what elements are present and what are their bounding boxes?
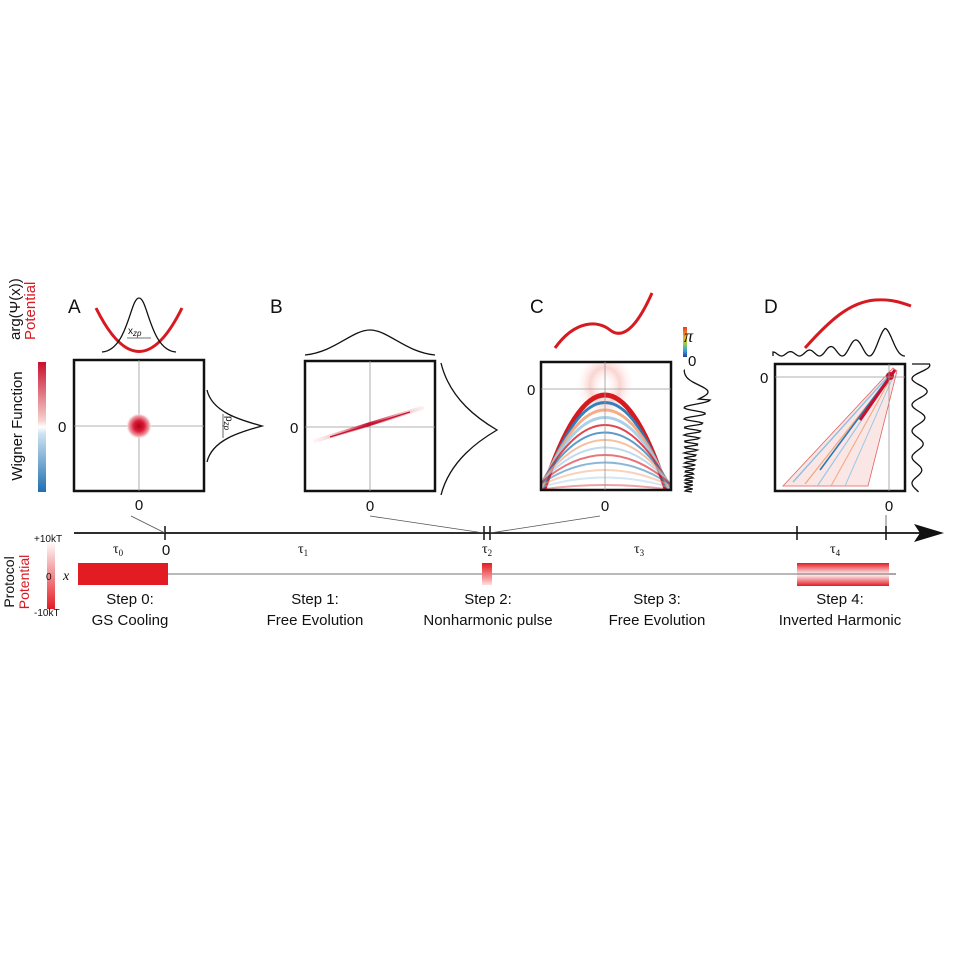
protocol-potential-label: Potential — [16, 555, 32, 609]
panel-b-wavefunction-curve — [304, 329, 436, 356]
panel-a-zero-y: 0 — [58, 419, 66, 436]
timeline: 0 τ0 τ1 τ2 τ3 τ4 — [74, 515, 944, 559]
step0-title: Step 0: — [106, 591, 154, 608]
panel-b: B 0 0 — [270, 297, 499, 515]
panel-a: A xzp 0 0 pzp — [58, 297, 265, 514]
step0-desc: GS Cooling — [92, 612, 169, 629]
wigner-function-label: Wigner Function — [9, 371, 26, 480]
step-labels: Step 0: GS Cooling Step 1: Free Evolutio… — [92, 591, 902, 629]
tau-2: τ2 — [482, 542, 492, 558]
panel-a-zero-x: 0 — [135, 497, 143, 514]
panel-c: C π 0 0 0 — [527, 292, 712, 515]
scale-top: +10kT — [34, 534, 62, 545]
panel-b-letter: B — [270, 297, 283, 318]
xzp-label: xzp — [128, 326, 142, 338]
panel-c-phase-colorbar — [683, 327, 687, 357]
step1-title: Step 1: — [291, 591, 339, 608]
scale-bottom: -10kT — [34, 608, 60, 619]
protocol-sequence — [78, 563, 896, 586]
panel-a-momentum-curve — [206, 389, 265, 463]
arg-psi-label: arg(Ψ(x)) — [7, 278, 24, 340]
step2-pulse-block — [482, 563, 492, 585]
panel-c-momentum-curve — [681, 369, 712, 493]
panel-a-letter: A — [68, 297, 81, 318]
tau-4: τ4 — [830, 542, 841, 558]
step3-desc: Free Evolution — [609, 612, 706, 629]
panel-d-momentum-curve — [911, 363, 931, 493]
tau-1: τ1 — [298, 542, 308, 558]
panel-c-pi-label: π — [684, 326, 694, 346]
panel-c-phase-zero: 0 — [688, 353, 696, 370]
timeline-zero: 0 — [162, 542, 170, 559]
panel-d-letter: D — [764, 297, 778, 318]
step2-desc: Nonharmonic pulse — [423, 612, 552, 629]
panel-b-momentum-curve — [440, 362, 499, 496]
step4-desc: Inverted Harmonic — [779, 612, 902, 629]
panel-d-zero-y: 0 — [760, 370, 768, 387]
panel-a-ground-state-blob — [126, 413, 152, 439]
panel-a-wavefunction-curve — [101, 297, 177, 353]
panel-d-phase-curve — [803, 298, 912, 349]
protocol-x-axis-label: x — [62, 569, 70, 584]
panel-b-zero-x: 0 — [366, 498, 374, 515]
step1-desc: Free Evolution — [267, 612, 364, 629]
protocol-potential-scale: +10kT 0 -10kT x — [34, 534, 70, 619]
protocol-label: Protocol — [1, 556, 17, 607]
panel-d-zero-x: 0 — [885, 498, 893, 515]
potential-label-top: Potential — [22, 282, 39, 340]
panel-d-stretched-fringes — [782, 367, 898, 487]
panel-d: D 0 0 — [760, 297, 931, 515]
panel-c-letter: C — [530, 297, 544, 318]
step4-title: Step 4: — [816, 591, 864, 608]
panel-a-potential-curve — [94, 307, 184, 353]
panel-d-wavefunction-curve — [772, 327, 906, 357]
step3-title: Step 3: — [633, 591, 681, 608]
protocol-colorbar — [47, 541, 55, 609]
step4-inverted-block — [797, 563, 889, 586]
panel-c-phase-curve — [553, 292, 654, 349]
scale-mid: 0 — [46, 572, 52, 583]
panel-c-zero-x: 0 — [601, 498, 609, 515]
side-labels: arg(Ψ(x)) Potential Wigner Function Prot… — [1, 278, 46, 609]
tau-3: τ3 — [634, 542, 645, 558]
tau-0: τ0 — [113, 542, 124, 558]
panel-b-zero-y: 0 — [290, 420, 298, 437]
panel-c-zero-y: 0 — [527, 382, 535, 399]
step2-title: Step 2: — [464, 591, 512, 608]
step0-cooling-block — [78, 563, 168, 585]
time-axis-arrowhead — [914, 524, 944, 542]
pzp-label: pzp — [222, 416, 234, 431]
wigner-colorbar — [38, 362, 46, 492]
